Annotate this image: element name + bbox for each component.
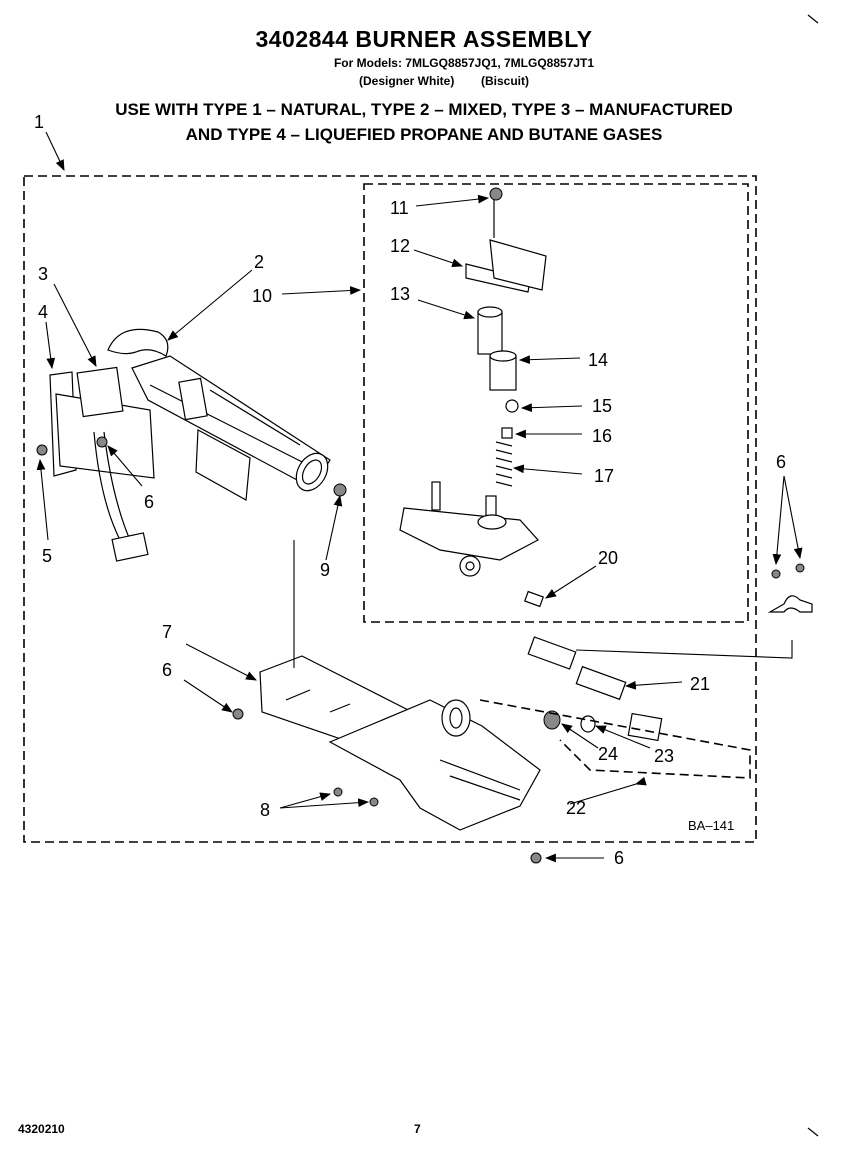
callout-10: 10 (252, 286, 272, 306)
callout-6-bracket: 6 (162, 660, 172, 680)
callout-12: 12 (390, 236, 410, 256)
burner-bracket (259, 655, 541, 831)
document-number: 4320210 (18, 1122, 65, 1136)
callout-24: 24 (598, 744, 618, 764)
gas-type-note-line2: AND TYPE 4 – LIQUEFIED PROPANE AND BUTAN… (185, 125, 663, 144)
diagram-code: BA–141 (688, 818, 734, 833)
pipe-clamp (767, 595, 813, 613)
callout-22: 22 (566, 798, 586, 818)
callout-13: 13 (390, 284, 410, 304)
callout-15: 15 (592, 396, 612, 416)
page-title: 3402844 BURNER ASSEMBLY (255, 26, 593, 52)
igniter-bracket (49, 366, 155, 562)
corner-marks (807, 14, 819, 1137)
callout-6-igniter: 6 (144, 492, 154, 512)
model-numbers: For Models: 7MLGQ8857JQ1, 7MLGQ8857JT1 (333, 56, 595, 70)
callout-9: 9 (320, 560, 330, 580)
valve-assembly (399, 200, 547, 608)
callout-6-clamp: 6 (776, 452, 786, 472)
callout-11: 11 (390, 198, 409, 218)
pipe-fittings (527, 636, 663, 742)
callout-17: 17 (594, 466, 614, 486)
page-number: 7 (414, 1122, 421, 1136)
callout-7: 7 (162, 622, 172, 642)
callout-2: 2 (254, 252, 264, 272)
callout-1: 1 (34, 112, 44, 132)
gas-pipe-outline (479, 699, 751, 779)
assembly-border (23, 175, 757, 843)
gas-type-note-line1: USE WITH TYPE 1 – NATURAL, TYPE 2 – MIXE… (115, 100, 733, 119)
callout-4: 4 (38, 302, 48, 322)
callout-5: 5 (42, 546, 52, 566)
burner-tube (107, 328, 331, 501)
callout-14: 14 (588, 350, 608, 370)
finish-labels: (Designer White) (Biscuit) (358, 74, 529, 88)
leader-lines (36, 131, 803, 863)
callout-6-base: 6 (614, 848, 624, 868)
callout-20: 20 (598, 548, 618, 568)
callout-23: 23 (654, 746, 674, 766)
callout-21: 21 (690, 674, 710, 694)
callout-16: 16 (592, 426, 612, 446)
callout-8: 8 (260, 800, 270, 820)
valve-assembly-border (363, 183, 749, 623)
callout-3: 3 (38, 264, 48, 284)
